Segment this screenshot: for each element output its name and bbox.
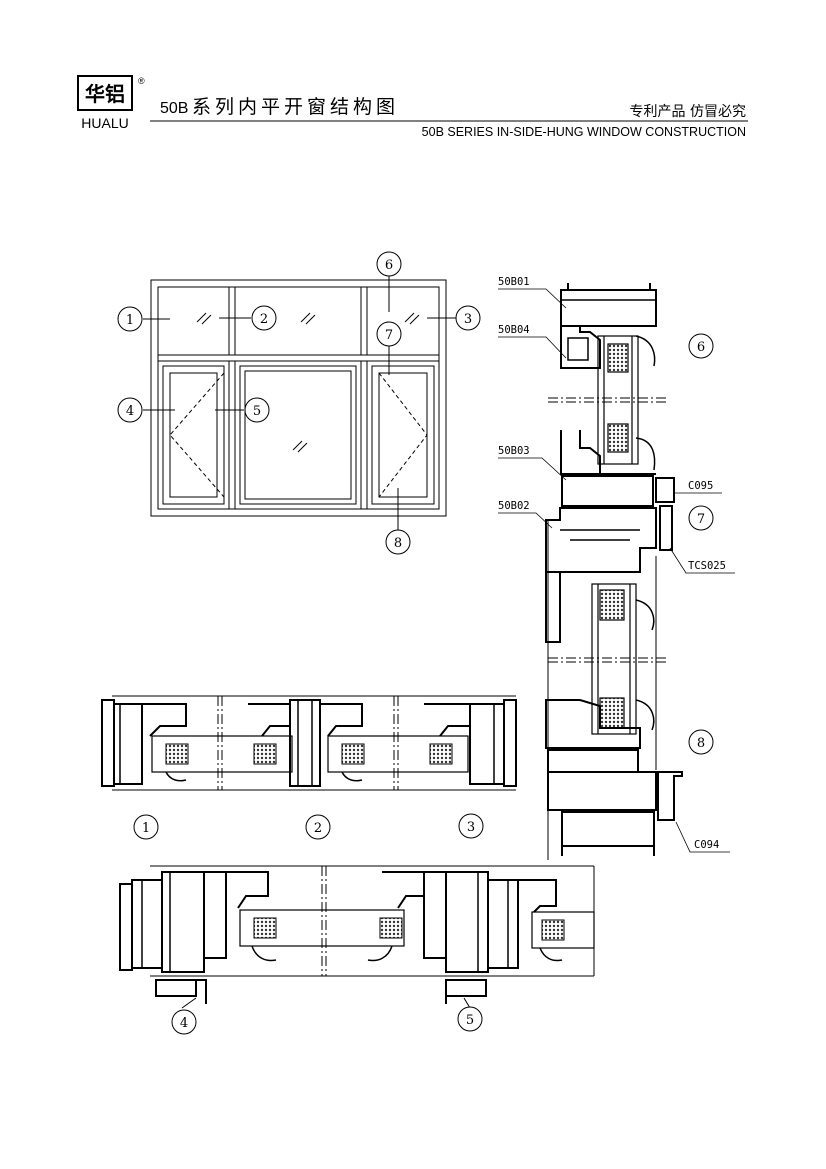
profile-C095 <box>655 477 675 503</box>
callout-5: 5 <box>244 397 270 423</box>
logo-en-text: HUALU <box>81 115 128 131</box>
svg-text:3: 3 <box>464 312 472 327</box>
label-C095: C095 <box>674 480 722 494</box>
title-cn: 系列内平开窗结构图 <box>192 96 399 118</box>
label-50B02: 50B02 <box>498 500 553 529</box>
svg-text:8: 8 <box>697 736 705 751</box>
registered-mark: ® <box>138 76 145 86</box>
profile-50B03 <box>560 335 656 507</box>
hs-callout-3: 3 <box>458 813 484 839</box>
svg-text:7: 7 <box>697 512 705 527</box>
left-sash-opening-line <box>169 372 225 498</box>
svg-text:6: 6 <box>697 340 705 355</box>
hs-callout-4: 4 <box>171 1009 197 1035</box>
patent-notice: 专利产品 仿冒必究 <box>630 104 746 120</box>
svg-text:50B01: 50B01 <box>498 276 530 288</box>
svg-text:8: 8 <box>394 536 402 551</box>
label-C094: C094 <box>675 821 730 853</box>
outer-frame <box>150 279 447 517</box>
svg-text:5: 5 <box>253 404 261 419</box>
callout-8: 8 <box>385 529 411 555</box>
vs-callout-6: 6 <box>688 333 714 359</box>
callout-2: 2 <box>251 305 277 331</box>
svg-text:3: 3 <box>467 820 475 835</box>
hs-top-callouts: 1 2 3 <box>133 813 484 840</box>
glass-hatch-marks <box>196 312 420 453</box>
callout-3: 3 <box>455 305 481 331</box>
svg-text:2: 2 <box>314 821 322 836</box>
hs-top-glass-1 <box>142 703 293 782</box>
label-TCS025: TCS025 <box>669 547 735 574</box>
profile-50B04 <box>560 326 601 369</box>
profile-TCS025 <box>659 505 673 551</box>
right-sash <box>371 365 435 505</box>
inner-frame <box>157 286 440 510</box>
callout-4: 4 <box>117 397 143 423</box>
company-logo: 华铝 HUALU ® <box>77 75 145 131</box>
upper-glass-unit <box>597 335 639 465</box>
horizontal-section-top <box>101 695 517 791</box>
vertical-section-labels: 50B01 50B04 50B03 50B02 C095 TCS025 C094 <box>498 276 735 853</box>
profile-50B01 <box>560 283 657 327</box>
center-fixed-pane <box>239 365 357 505</box>
callout-7: 7 <box>376 321 402 347</box>
header: 华铝 HUALU ® 50B 系列内平开窗结构图 专利产品 仿冒必究 50B S… <box>77 75 748 139</box>
vs-callout-7: 7 <box>688 505 714 531</box>
svg-text:50B03: 50B03 <box>498 445 530 457</box>
left-sash <box>162 365 225 505</box>
profile-C094 <box>657 771 683 821</box>
right-sash-opening-line <box>378 372 428 498</box>
vertical-section <box>545 283 683 860</box>
label-50B04: 50B04 <box>498 324 567 359</box>
vs-callout-8: 8 <box>688 729 714 755</box>
hs-callout-5: 5 <box>457 1006 483 1032</box>
elevation-callouts: 1 2 3 4 5 6 7 8 <box>117 251 481 555</box>
svg-text:4: 4 <box>180 1016 188 1031</box>
svg-text:7: 7 <box>385 328 393 343</box>
hs-callout-1: 1 <box>133 814 159 840</box>
svg-text:2: 2 <box>260 312 268 327</box>
horizontal-section-bottom <box>119 865 595 1009</box>
lower-glass-unit <box>591 583 655 735</box>
svg-text:C094: C094 <box>694 839 719 851</box>
callout-1: 1 <box>117 306 143 332</box>
svg-text:4: 4 <box>126 404 134 419</box>
logo-cn-text: 华铝 <box>85 82 125 106</box>
svg-text:1: 1 <box>126 313 134 328</box>
svg-text:1: 1 <box>142 821 150 836</box>
svg-text:5: 5 <box>466 1013 474 1028</box>
label-50B03: 50B03 <box>498 445 567 481</box>
hs-callout-2: 2 <box>305 814 331 840</box>
hs-top-glass-2 <box>320 703 471 782</box>
hs-bottom-callouts: 4 5 <box>171 1006 483 1035</box>
svg-text:50B04: 50B04 <box>498 324 530 336</box>
label-50B01: 50B01 <box>498 276 567 309</box>
vertical-section-callouts: 6 7 8 <box>688 333 714 755</box>
svg-text:C095: C095 <box>688 480 713 492</box>
svg-text:TCS025: TCS025 <box>688 560 726 572</box>
window-elevation <box>143 276 456 530</box>
callout-6: 6 <box>376 251 402 277</box>
profile-50B02 <box>545 507 657 643</box>
svg-text:6: 6 <box>385 258 393 273</box>
subtitle-en: 50B SERIES IN-SIDE-HUNG WINDOW CONSTRUCT… <box>422 125 746 139</box>
title-prefix: 50B <box>160 100 188 117</box>
svg-text:50B02: 50B02 <box>498 500 530 512</box>
